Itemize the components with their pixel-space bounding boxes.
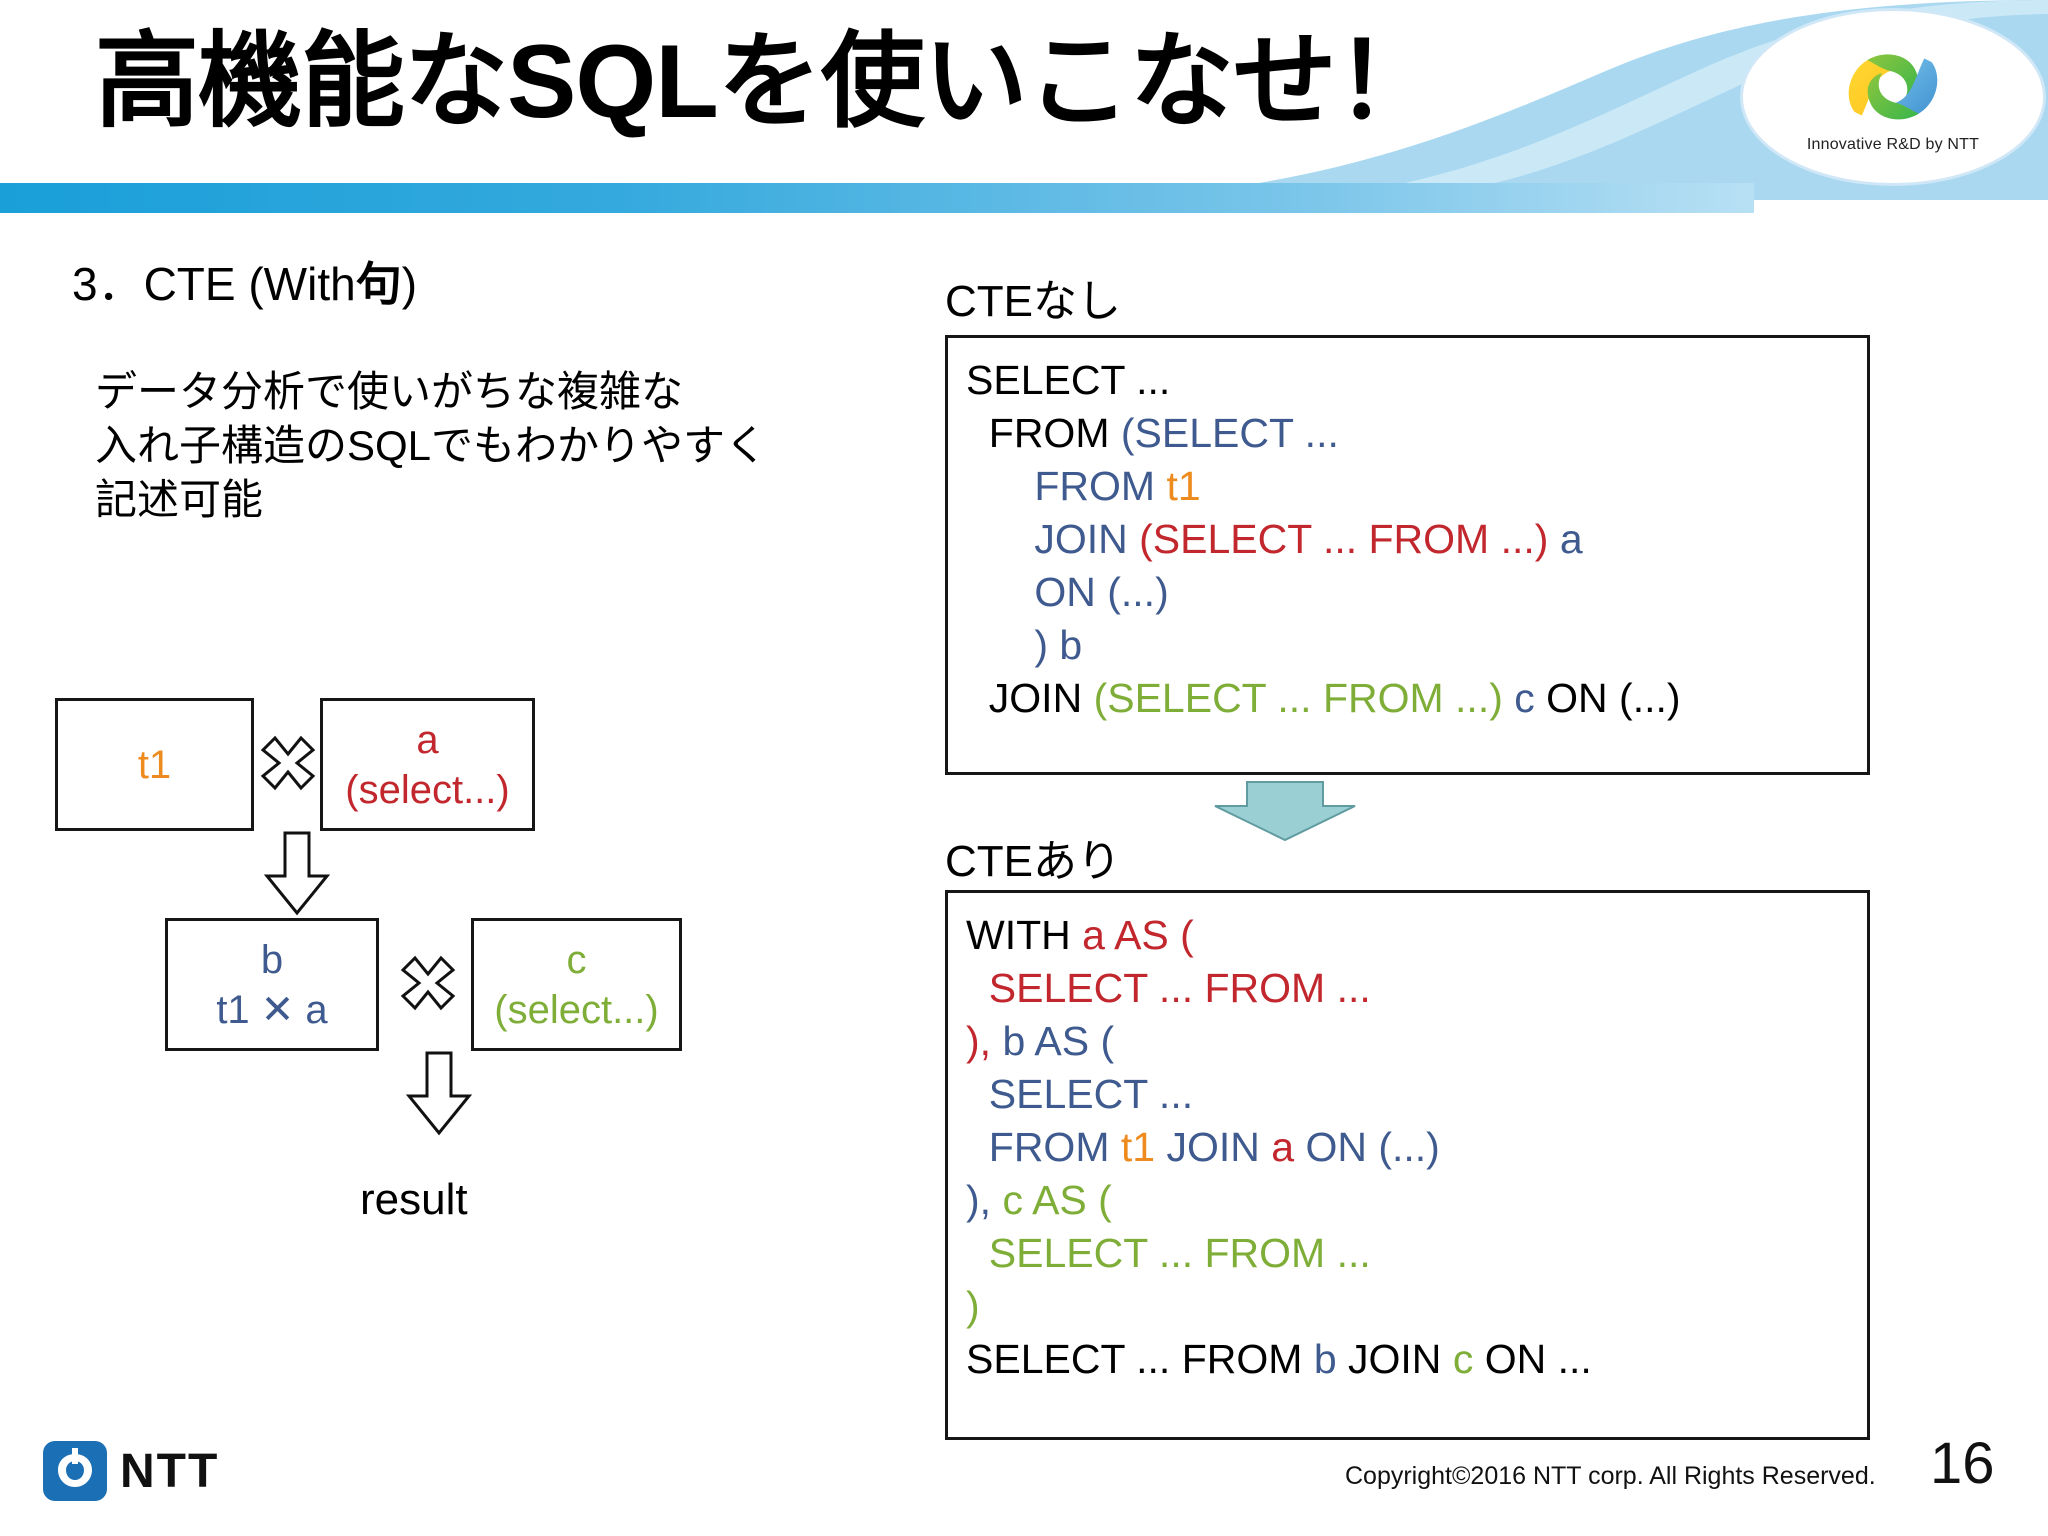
code-token: a [1271,1124,1295,1170]
ntt-footer-logo: NTT [42,1440,257,1502]
code-token: FROM [966,410,1121,456]
code-token: a [1548,516,1583,562]
code-token: SELECT ... FROM ... [966,1230,1371,1276]
ntt-circle-icon [43,1441,107,1501]
code-token: ) b [966,622,1083,668]
code-line: SELECT ... [966,354,1849,407]
diagram-box-a-line1: a [416,717,439,762]
down-arrow-icon [405,1050,473,1136]
transform-arrow-icon [1195,780,1375,842]
section-heading-prefix: 3．CTE (With [72,258,356,310]
code-token: t1 [1120,1124,1156,1170]
code-token: (SELECT ... FROM ...) [1093,675,1503,721]
section-heading: 3．CTE (With句) [72,248,417,314]
code-line: WITH a AS ( [966,909,1849,962]
code-line: ) [966,1280,1849,1333]
code-token: SELECT ... FROM [966,1336,1314,1382]
page-title: 高機能なSQLを使いこなせ！ [95,24,1440,140]
diagram-box-c-line1: c [566,937,587,982]
code-token: WITH [966,912,1083,958]
code-token: a AS ( [1082,912,1194,958]
code-token: b [1313,1336,1337,1382]
code-line: SELECT ... [966,1068,1849,1121]
code-token: c AS ( [991,1177,1112,1223]
code-token: JOIN [966,675,1094,721]
code-token: ON (...) [1534,675,1681,721]
code-line: FROM (SELECT ... [966,407,1849,460]
diagram-box-t1: t1 [55,698,254,831]
code-line: ), c AS ( [966,1174,1849,1227]
code-token: FROM [966,463,1167,509]
code-line: JOIN (SELECT ... FROM ...) a [966,513,1849,566]
code-token: ), [966,1177,992,1223]
code-token: ON (...) [1294,1124,1440,1170]
code-token: SELECT ... [966,1071,1194,1117]
lead-line: 記述可能 [95,476,264,523]
diagram-box-b-line2: t1 ✕ a [216,987,328,1032]
diagram-box-t1-line1: t1 [137,742,172,787]
ntt-rd-logo-badge: Innovative R&D by NTT [1740,8,2046,186]
code-token: c [1502,675,1535,721]
code-token: ) [966,1283,980,1329]
code-token: JOIN [966,516,1140,562]
diagram-box-b: b t1 ✕ a [165,918,379,1051]
code-token: FROM [966,1124,1121,1170]
section-heading-bold: 句 [355,258,402,310]
diagram-box-b-line1: b [260,937,284,982]
code-line: FROM t1 JOIN a ON (...) [966,1121,1849,1174]
code-block-with-cte: WITH a AS ( SELECT ... FROM ...), b AS (… [945,890,1870,1440]
diagram-box-c-line2: (select...) [494,987,659,1032]
code-token: (SELECT ... FROM ...) [1139,516,1549,562]
code-token: ON ... [1473,1336,1592,1382]
slide-header: 高機能なSQLを使いこなせ！ [0,0,2048,213]
code-block-without-cte: SELECT ... FROM (SELECT ... FROM t1 JOIN… [945,335,1870,775]
section-heading-suffix: ) [401,258,418,310]
ntt-swirl-icon [1848,54,1938,120]
code-line: SELECT ... FROM b JOIN c ON ... [966,1333,1849,1386]
code-line: ), b AS ( [966,1015,1849,1068]
diagram-box-c: c (select...) [471,918,682,1051]
header-blue-bar [0,183,1754,213]
code-token: SELECT ... [966,357,1171,403]
code-token: ON (...) [966,569,1169,615]
code-line: ) b [966,619,1849,672]
lead-line: データ分析で使いがちな複雑な [95,368,684,415]
join-flow-diagram: t1 a (select...) b t1 ✕ a c (select...) [55,690,715,1310]
diagram-box-a-line2: (select...) [345,767,510,812]
lead-paragraph: データ分析で使いがちな複雑な 入れ子構造のSQLでもわかりやすく 記述可能 [95,365,767,527]
code-token: JOIN [1155,1124,1272,1170]
cross-join-icon [397,952,459,1014]
code-line: JOIN (SELECT ... FROM ...) c ON (...) [966,672,1849,725]
code-token: c [1452,1336,1474,1382]
code-line: FROM t1 [966,460,1849,513]
code-token: ), [966,1018,992,1064]
lead-line: 入れ子構造のSQLでもわかりやすく [95,422,768,469]
code-caption-without-cte: CTEなし [945,277,1121,326]
copyright-text: Copyright©2016 NTT corp. All Rights Rese… [1345,1462,1876,1490]
code-token: (SELECT ... [1120,410,1339,456]
cross-join-icon [257,732,319,794]
diagram-result-label: result [360,1175,468,1224]
ntt-wordmark: NTT [120,1444,220,1498]
page-number: 16 [1930,1431,1995,1496]
code-token: t1 [1166,463,1201,509]
code-line: SELECT ... FROM ... [966,962,1849,1015]
code-token: SELECT ... FROM ... [966,965,1371,1011]
down-arrow-icon [263,830,331,916]
code-line: SELECT ... FROM ... [966,1227,1849,1280]
logo-caption: Innovative R&D by NTT [1806,136,1980,153]
diagram-box-a: a (select...) [320,698,535,831]
code-token: JOIN [1336,1336,1453,1382]
code-caption-with-cte: CTEあり [945,837,1121,886]
code-line: ON (...) [966,566,1849,619]
code-token: b AS ( [991,1018,1115,1064]
